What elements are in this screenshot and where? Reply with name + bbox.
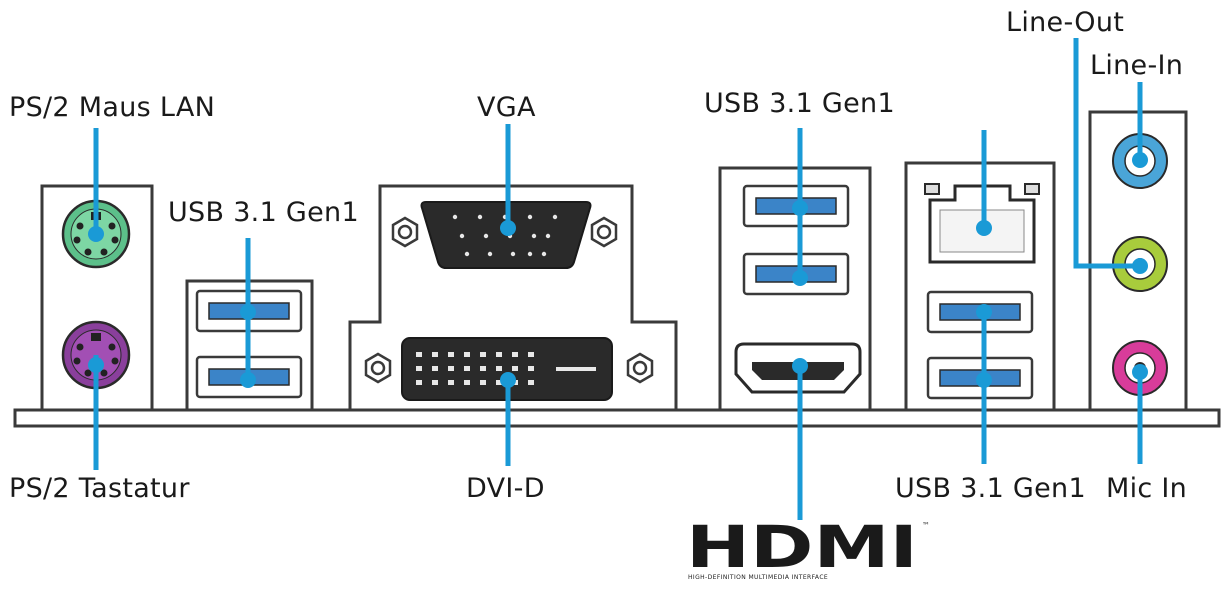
hdmi-trademark: ™ xyxy=(922,521,930,530)
label-usb-bottom-right: USB 3.1 Gen1 xyxy=(895,473,1086,504)
leader-endpoints xyxy=(88,152,1148,388)
label-line-in: Line-In xyxy=(1090,50,1184,81)
leader-line-out xyxy=(1073,38,1140,269)
hdmi-logo-tagline: HIGH-DEFINITION MULTIMEDIA INTERFACE xyxy=(688,574,829,581)
label-dvi-d: DVI-D xyxy=(466,473,545,504)
dvi-port xyxy=(364,337,654,401)
label-ps2-keyboard: PS/2 Tastatur xyxy=(9,473,190,504)
label-usb-top-right: USB 3.1 Gen1 xyxy=(704,88,895,119)
hdmi-logo-text: HDMI xyxy=(686,513,918,581)
io-shield-baseplate xyxy=(13,408,1221,428)
label-usb-left: USB 3.1 Gen1 xyxy=(168,197,359,228)
label-vga: VGA xyxy=(477,92,536,123)
label-mic-in: Mic In xyxy=(1106,473,1188,504)
label-line-out: Line-Out xyxy=(1006,7,1125,38)
label-ps2-mouse-lan: PS/2 Maus LAN xyxy=(9,92,216,123)
hdmi-logo: HDMI ™ xyxy=(686,513,930,581)
